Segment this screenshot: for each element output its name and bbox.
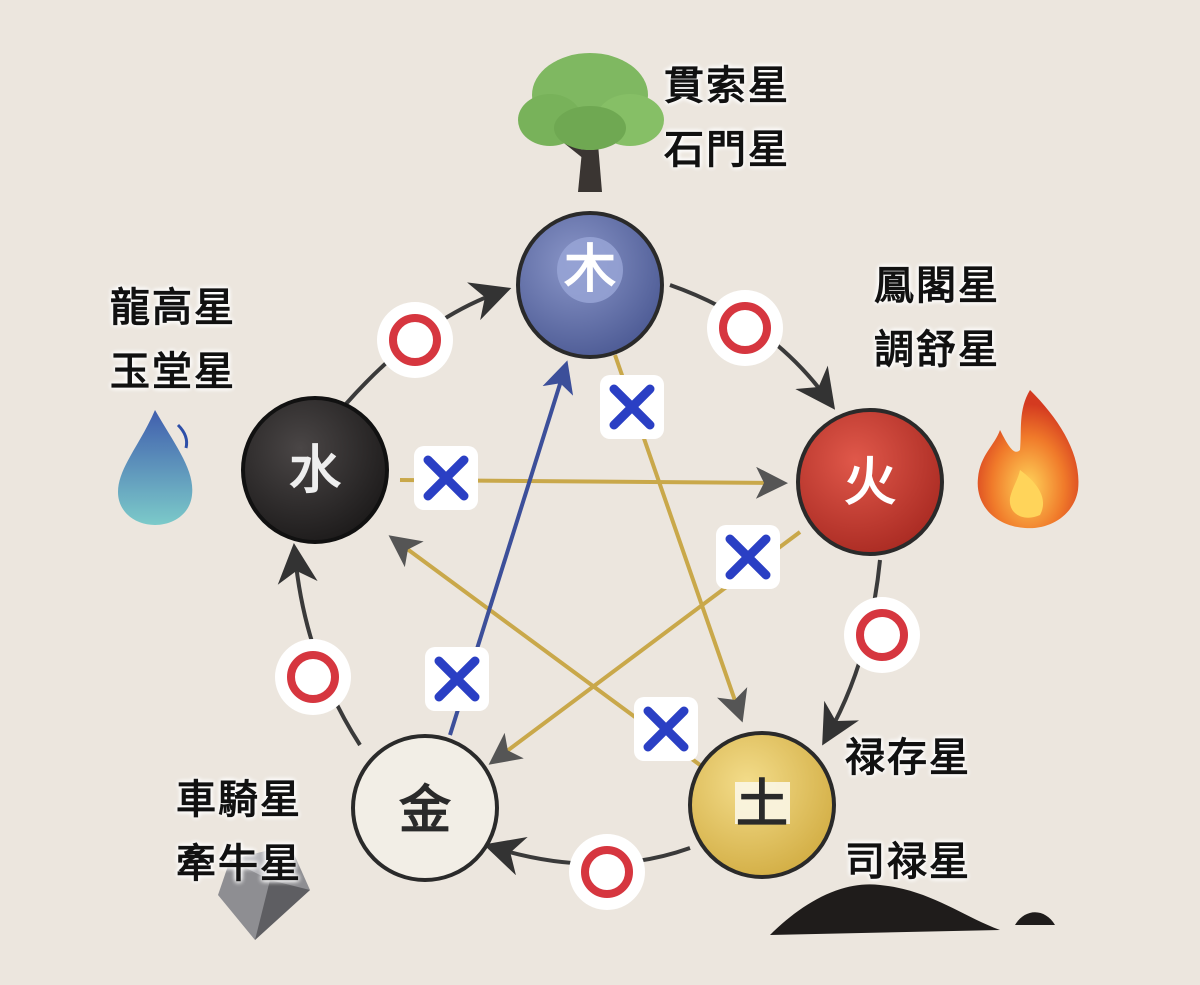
earth-element: 土 [688,731,836,879]
controlling-marks [414,375,780,761]
metal-char: 金 [398,780,452,841]
star-gyokudo: 玉堂星 [110,349,236,395]
water-char: 水 [289,440,342,501]
star-shaki: 車騎星 [176,777,302,823]
controlling-mark-water-fire [414,446,478,510]
star-kengyu: 牽牛星 [176,841,302,887]
metal-element: 金 [351,734,499,882]
generating-mark-metal-water [275,639,351,715]
generating-marks [275,290,920,910]
star-shiroku: 司禄星 [845,839,971,885]
star-ryuko: 龍高星 [110,285,236,331]
controlling-mark-fire-metal [716,525,780,589]
metal-stars-label: 車騎星 牽牛星 [176,768,302,896]
star-hokaku: 鳳閣星 [874,263,1000,309]
generating-mark-fire-earth [844,597,920,673]
generating-mark-water-wood [377,302,453,378]
generating-mark-earth-metal [569,834,645,910]
star-chojo: 調舒星 [874,327,1000,373]
tree-icon [518,53,664,192]
controlling-mark-wood-earth [600,375,664,439]
flame-icon [977,390,1079,529]
generating-mark-wood-fire [707,290,783,366]
soil-mound-icon [770,884,1055,935]
star-sekimon: 石門星 [664,127,790,173]
water-stars-label: 龍高星 玉堂星 [110,276,236,404]
water-element: 水 [241,396,389,544]
earth-char: 土 [736,774,788,835]
fire-element: 火 [796,408,944,556]
fire-char: 火 [844,452,896,513]
water-drop-icon [118,410,193,525]
star-kansaku: 貫索星 [664,63,790,109]
wood-element: 木 [516,211,664,359]
earth-star-bottom-label: 司禄星 [845,830,971,894]
controlling-mark-earth-water [634,697,698,761]
metal-ore-icon [218,845,310,940]
wood-char: 木 [564,239,616,300]
controlling-mark-metal-wood [425,647,489,711]
wood-stars-label: 貫索星 石門星 [664,54,790,182]
star-rokuzon: 禄存星 [845,735,971,781]
fire-stars-label: 鳳閣星 調舒星 [874,254,1000,382]
earth-star-top-label: 禄存星 [845,726,971,790]
